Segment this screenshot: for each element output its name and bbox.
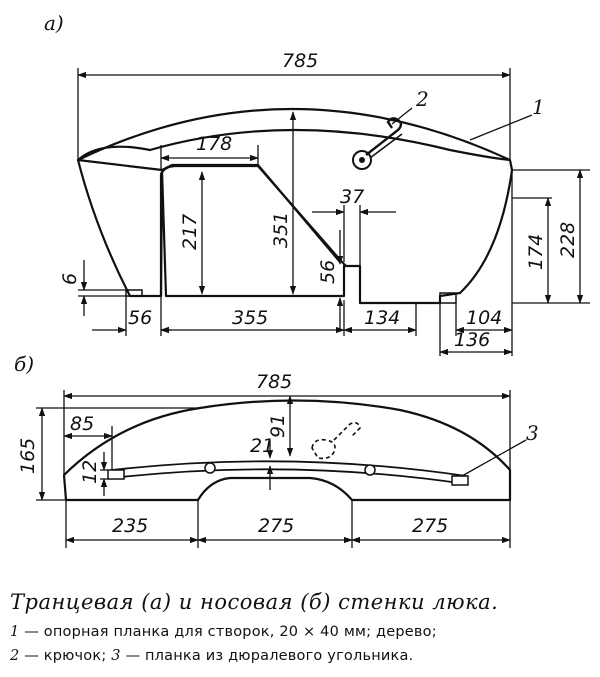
- dim-56-notch: 56: [317, 260, 339, 284]
- hook-dashed-icon: [311, 421, 361, 460]
- panel-b: б): [14, 352, 539, 548]
- plank-end-right: [451, 475, 469, 486]
- dim-91: 91: [267, 414, 289, 438]
- figure-caption: Транцевая (а) и носовая (б) стенки люка.: [10, 590, 499, 614]
- right-foot: [439, 292, 457, 304]
- dim-275-mid: 275: [258, 515, 294, 537]
- dim-355: 355: [232, 307, 268, 329]
- rivet-right-icon: [364, 464, 376, 476]
- opening-outline: [159, 164, 347, 296]
- technical-drawing: а): [14, 11, 590, 548]
- callout-plank: 1: [532, 95, 545, 119]
- dim-351: 351: [270, 212, 292, 248]
- dim-178: 178: [196, 133, 232, 155]
- dim-136: 136: [454, 329, 490, 351]
- dim-104: 104: [466, 307, 502, 329]
- legend-item2-number: 2: [10, 648, 20, 664]
- dim-21: 21: [250, 435, 274, 457]
- legend-line-2: 2 — крючок; 3 — планка из дюралевого уго…: [10, 648, 595, 664]
- legend-item1-text: — опорная планка для створок, 20 × 40 мм…: [19, 624, 437, 640]
- bow-outline: [62, 399, 512, 502]
- dim-165: 165: [17, 438, 39, 474]
- dim-12: 12: [79, 460, 101, 484]
- plank-end-left: [107, 469, 125, 480]
- dim-174: 174: [525, 234, 547, 270]
- dim-134: 134: [364, 307, 400, 329]
- support-plank-band: [77, 128, 511, 162]
- hook-icon: [352, 117, 403, 170]
- dim-56-base: 56: [128, 307, 152, 329]
- panel-a-tag: а): [44, 11, 64, 35]
- legend-item1-number: 1: [10, 624, 20, 640]
- panel-b-tag: б): [14, 352, 34, 376]
- callout-hook: 2: [415, 87, 429, 111]
- rivet-left-icon: [204, 462, 216, 474]
- dim-275-right: 275: [412, 515, 448, 537]
- dim-85: 85: [70, 413, 94, 435]
- legend-item2-text: — крючок;: [19, 648, 112, 664]
- dim-6: 6: [59, 273, 81, 285]
- transom-outline: [76, 107, 514, 305]
- left-tab: [125, 289, 143, 297]
- dim-785-a: 785: [282, 50, 318, 72]
- dim-785-b: 785: [256, 371, 292, 393]
- panel-a: а): [44, 11, 590, 356]
- dim-228: 228: [557, 222, 579, 258]
- legend-item3-text: — планка из дюралевого угольника.: [120, 648, 414, 664]
- dim-37: 37: [340, 186, 364, 208]
- legend-item3-number: 3: [111, 648, 121, 664]
- legend-line-1: 1 — опорная планка для створок, 20 × 40 …: [10, 624, 595, 640]
- angle-plank: [111, 460, 467, 485]
- dim-217: 217: [179, 214, 201, 250]
- dim-235: 235: [112, 515, 148, 537]
- callout-angle-plank: 3: [526, 421, 539, 445]
